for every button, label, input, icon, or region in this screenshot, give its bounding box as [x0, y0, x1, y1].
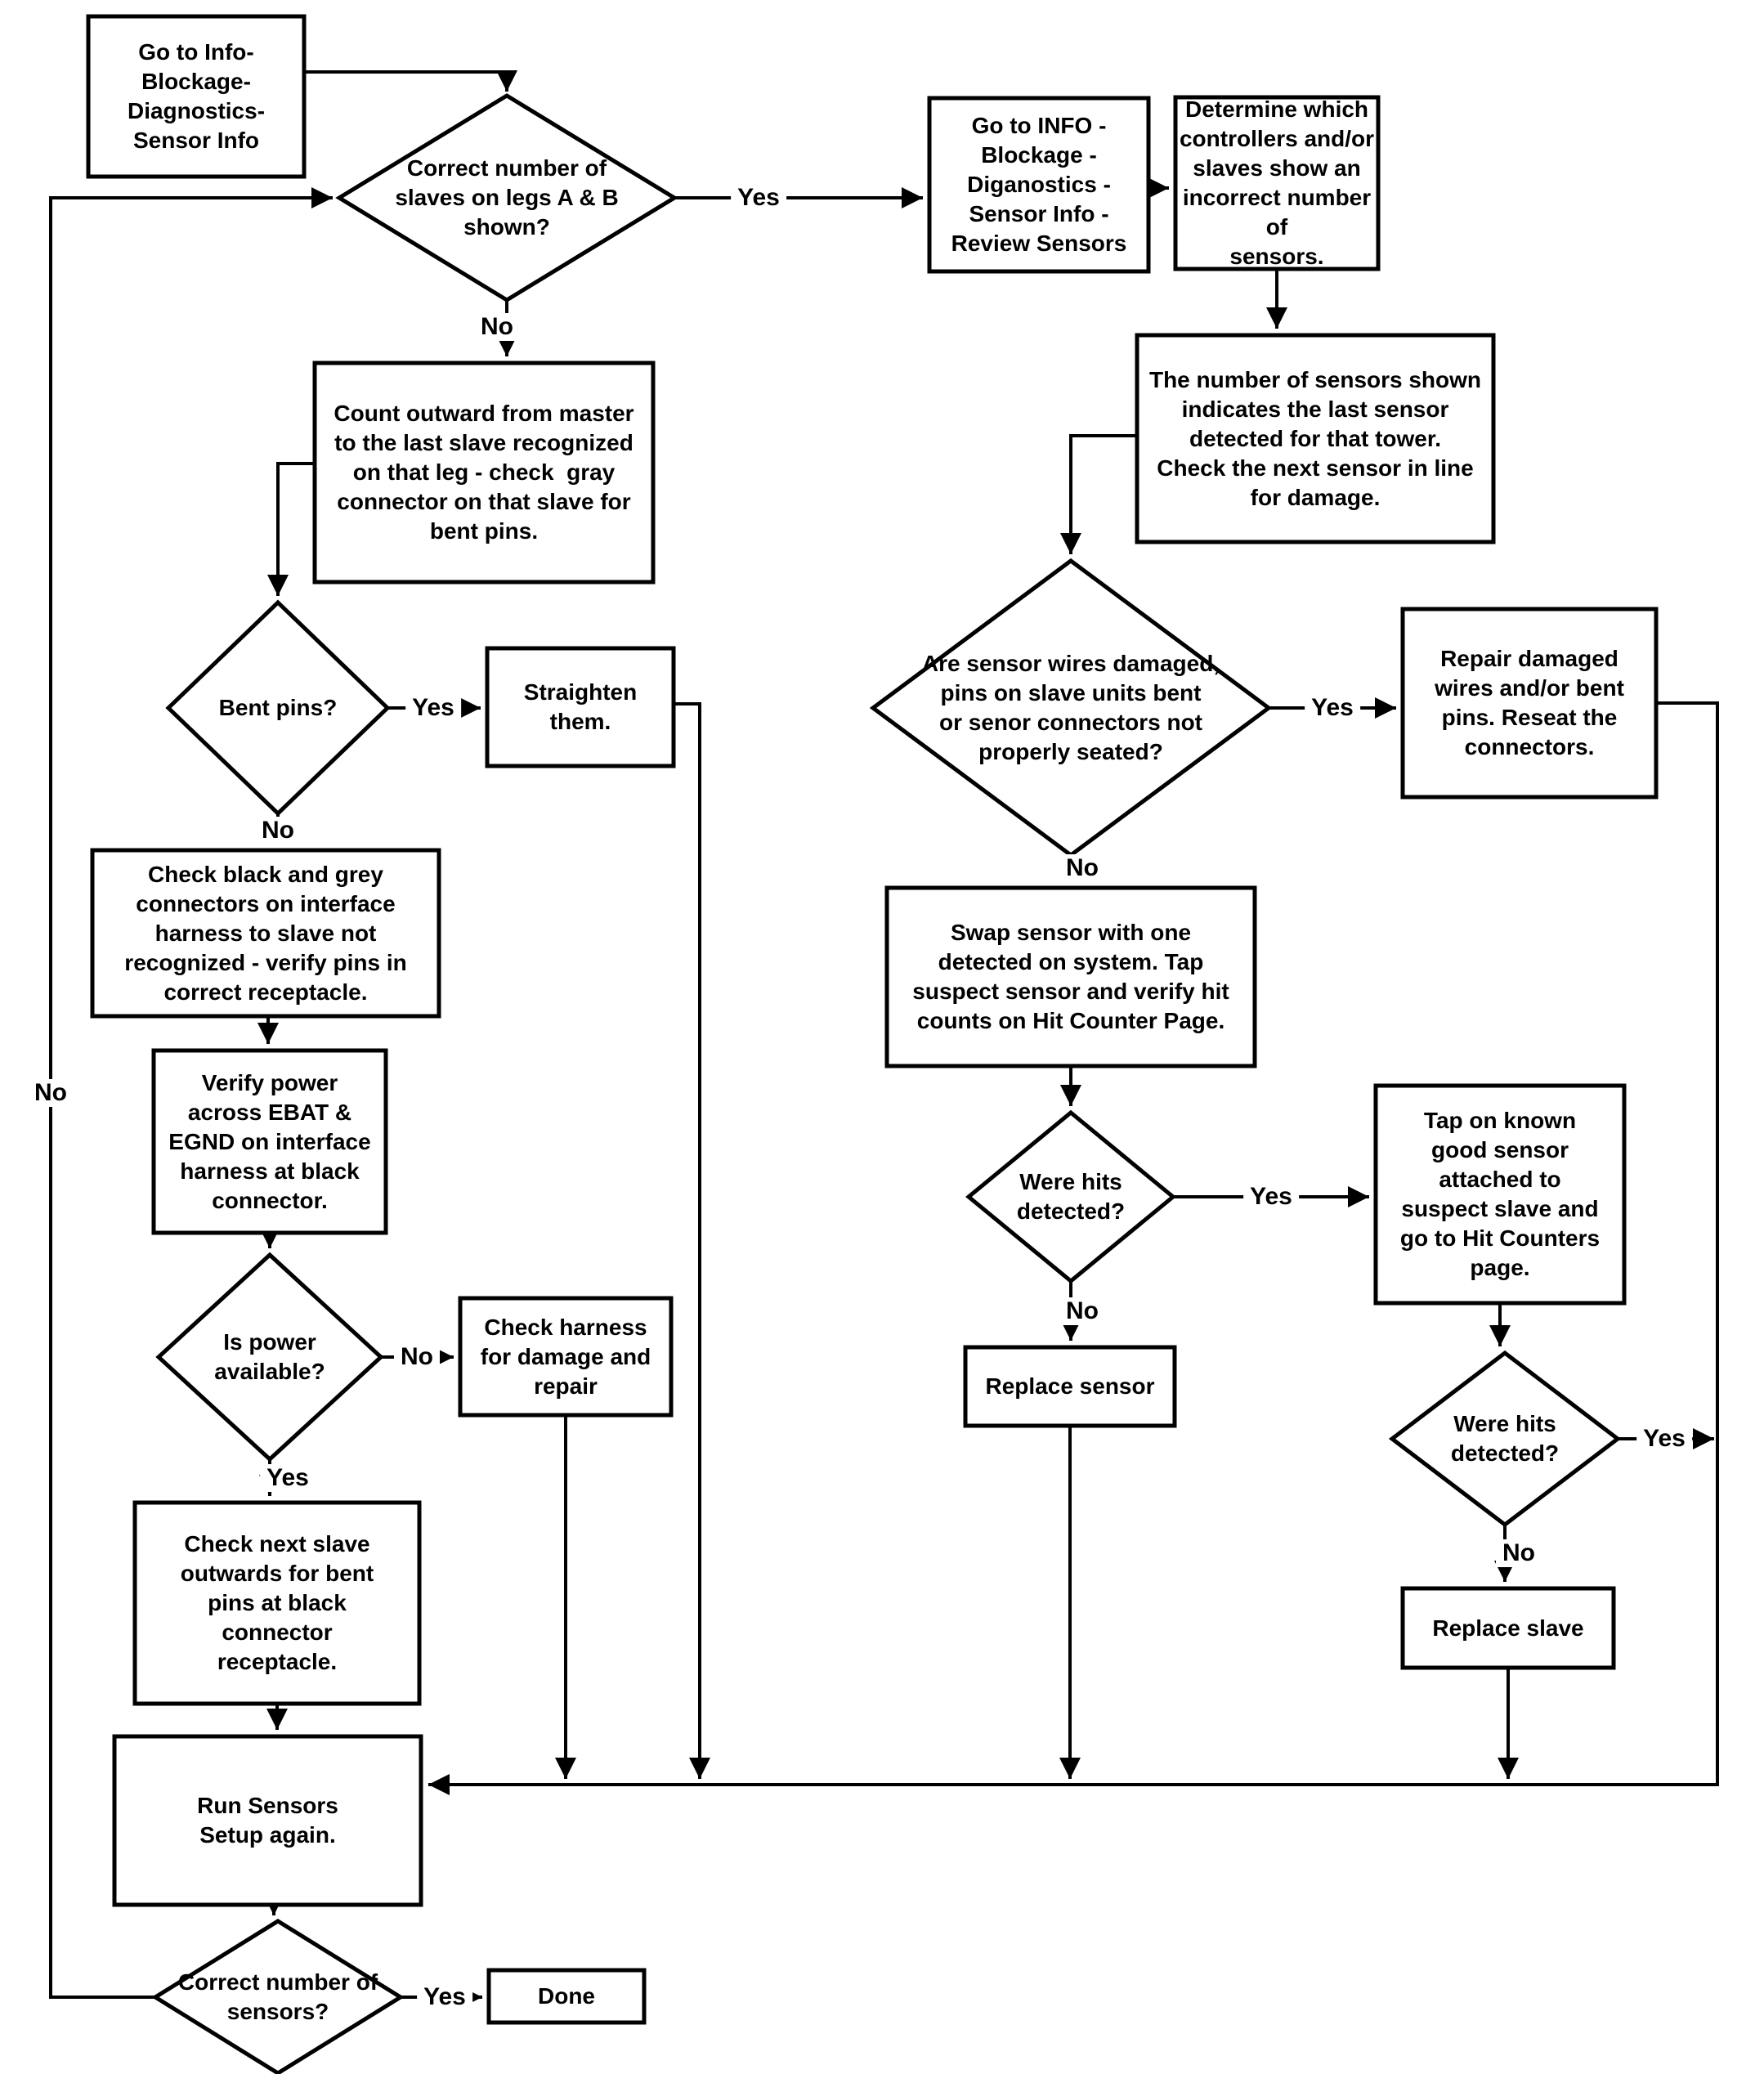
node-count-outward: Count outward from master to the last sl…: [334, 401, 634, 544]
edge-straighten-to-bus: [674, 702, 710, 1779]
diamond-were-hits-2-shape: [1388, 1350, 1622, 1528]
box-straighten-shape: [485, 646, 676, 768]
edge-goinfo-to-correct-slaves: [304, 70, 517, 92]
edge-label-power-no: No: [394, 1343, 440, 1371]
box-tap-known-good-shape: [1373, 1083, 1627, 1306]
edge-label-slaves-no: No: [474, 313, 520, 341]
node-were-hits-1: Were hits detected?: [1016, 1169, 1126, 1224]
box-check-next-slave-shape: [132, 1500, 422, 1706]
edge-label-sensors-yes: Yes: [417, 1983, 472, 2011]
edge-numsensors-to-sensorwires: [1060, 434, 1137, 554]
edge-repair-bus-to-runsensors: [428, 701, 1719, 1795]
edge-label-hits2-no: No: [1496, 1539, 1542, 1567]
diamond-bent-pins-shape: [165, 599, 391, 817]
edge-countoutward-to-bentpins: [267, 462, 315, 596]
edge-label-hits1-no: No: [1059, 1297, 1105, 1325]
box-replace-sensor-shape: [963, 1345, 1177, 1428]
edge-label-bent-no: No: [255, 817, 301, 844]
edge-label-loop-no: No: [28, 1079, 74, 1107]
diamond-power-available-shape: [155, 1252, 384, 1463]
edge-label-hits1-yes: Yes: [1243, 1183, 1299, 1211]
box-run-sensors-shape: [112, 1734, 423, 1907]
box-go-to-info-shape: [86, 14, 307, 179]
node-swap-sensor: Swap sensor with one detected on system.…: [912, 920, 1229, 1033]
node-correct-slaves: Correct number of slaves on legs A & B s…: [395, 155, 619, 240]
node-done: Done: [538, 1983, 595, 2009]
node-replace-slave: Replace slave: [1432, 1615, 1584, 1641]
node-number-of-sensors: The number of sensors shown indicates th…: [1148, 366, 1482, 510]
edge-label-wires-yes: Yes: [1305, 694, 1360, 722]
box-count-outward-shape: [312, 361, 656, 585]
node-straighten: Straighten them.: [523, 679, 638, 734]
diamond-correct-sensors-shape: [151, 1919, 405, 2074]
box-done-shape: [486, 1968, 647, 2025]
box-check-black-grey-shape: [90, 848, 441, 1019]
node-run-sensors: Run Sensors Setup again.: [197, 1793, 338, 1848]
node-go-to-info: Go to Info- Blockage- Diagnostics- Senso…: [127, 39, 266, 153]
diamond-were-hits-1-shape: [965, 1109, 1176, 1284]
node-check-black-grey: Check black and grey connectors on inter…: [124, 861, 407, 1005]
node-were-hits-2: Were hits detected?: [1450, 1411, 1560, 1466]
box-repair-damaged-shape: [1400, 607, 1659, 800]
edge-label-power-yes: Yes: [260, 1464, 316, 1492]
node-determine-which: Determine which controllers and/or slave…: [1179, 96, 1375, 269]
node-go-to-info-review: Go to INFO - Blockage - Diganostics - Se…: [951, 113, 1127, 256]
box-swap-sensor-shape: [884, 885, 1257, 1068]
node-correct-sensors: Correct number of sensors?: [177, 1969, 378, 2024]
edge-label-wires-no: No: [1059, 854, 1105, 882]
box-replace-slave-shape: [1400, 1586, 1616, 1670]
node-verify-power: Verify power across EBAT & EGND on inter…: [168, 1069, 371, 1213]
node-tap-known-good: Tap on known good sensor attached to sus…: [1399, 1108, 1601, 1280]
diamond-correct-slaves-shape: [335, 93, 678, 302]
box-check-harness-shape: [458, 1296, 674, 1418]
node-power-available: Is power available?: [214, 1329, 325, 1384]
box-number-of-sensors-shape: [1135, 333, 1496, 544]
box-determine-which-shape: [1173, 95, 1381, 271]
edge-label-hits2-yes: Yes: [1636, 1425, 1692, 1453]
box-verify-power-shape: [151, 1048, 388, 1235]
node-check-next-slave: Check next slave outwards for bent pins …: [180, 1531, 374, 1674]
node-replace-sensor: Replace sensor: [985, 1373, 1155, 1399]
node-bent-pins: Bent pins?: [218, 695, 338, 720]
box-go-to-info-review-shape: [927, 96, 1151, 274]
edge-label-bent-yes: Yes: [405, 694, 461, 722]
node-check-harness: Check harness for damage and repair: [480, 1314, 651, 1399]
edge-label-slaves-yes: Yes: [731, 184, 786, 212]
node-repair-damaged: Repair damaged wires and/or bent pins. R…: [1435, 646, 1624, 759]
node-sensor-wires: Are sensor wires damaged, pins on slave …: [921, 651, 1220, 764]
